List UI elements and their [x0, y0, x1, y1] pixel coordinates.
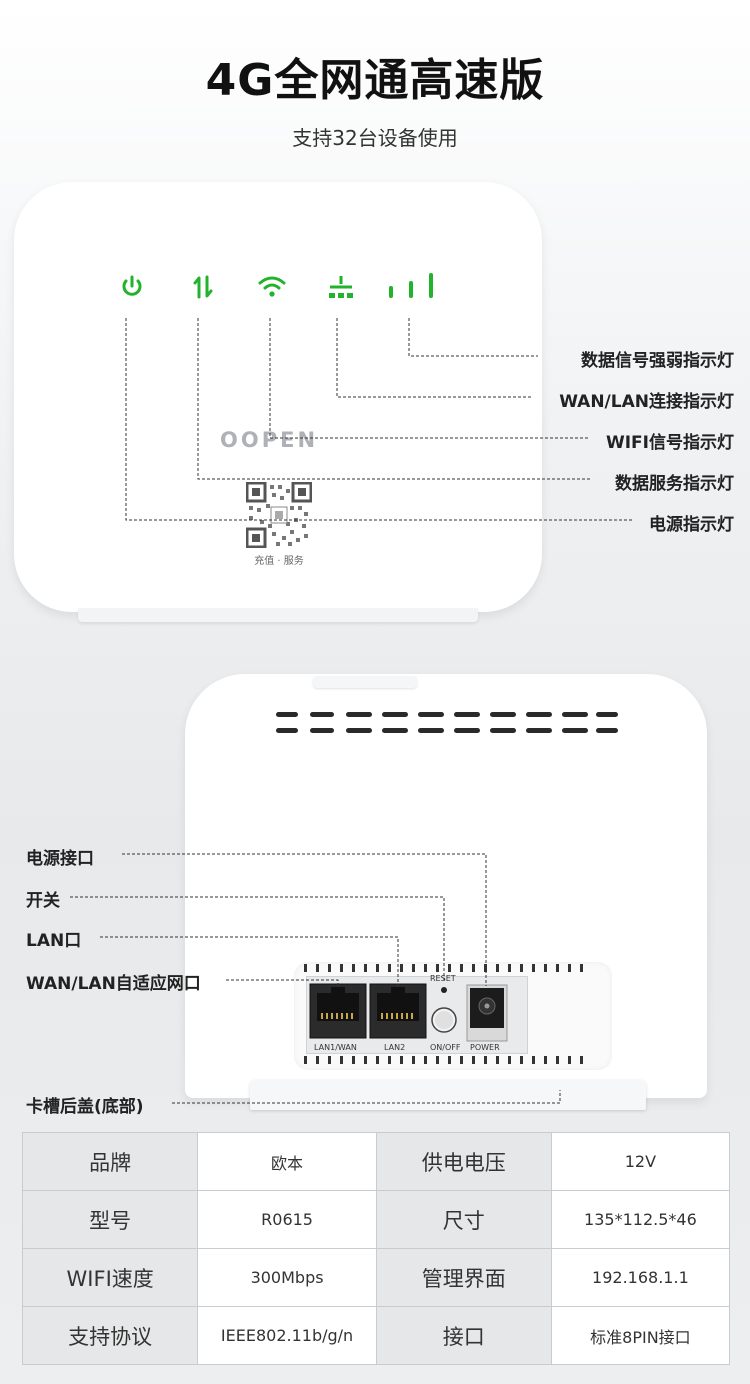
- spec-value: 标准8PIN接口: [550, 1306, 731, 1365]
- spec-key: 尺寸: [375, 1190, 552, 1249]
- callout-wanlan-port: WAN/LAN自适应网口: [26, 974, 201, 994]
- router-back-stand: [250, 1080, 646, 1110]
- spec-key: 支持协议: [21, 1306, 199, 1365]
- brand-logo: OOPEN: [220, 428, 319, 452]
- qr-code-icon: [246, 482, 312, 548]
- callout-wanlan-indicator: WAN/LAN连接指示灯: [559, 392, 734, 412]
- data-arrows-icon: [193, 275, 213, 299]
- spec-value: R0615: [197, 1190, 377, 1249]
- router-back-top-tab: [313, 676, 417, 688]
- spec-key: 品牌: [21, 1132, 199, 1191]
- spec-value: 135*112.5*46: [550, 1190, 731, 1249]
- callout-signal-indicator: 数据信号强弱指示灯: [581, 351, 734, 371]
- page-subtitle: 支持32台设备使用: [292, 126, 458, 150]
- network-icon: [329, 276, 353, 298]
- callout-power-indicator: 电源指示灯: [649, 515, 734, 535]
- router-front-stand: [78, 608, 478, 622]
- callout-data-indicator: 数据服务指示灯: [615, 474, 734, 494]
- spec-table: 品牌 欧本 供电电压 12V 型号 R0615 尺寸 135*112.5*46 …: [21, 1132, 731, 1365]
- wifi-icon: [258, 276, 286, 297]
- spec-value: 12V: [550, 1132, 731, 1191]
- callout-sim-cover: 卡槽后盖(底部): [26, 1097, 144, 1117]
- table-row: WIFI速度 300Mbps 管理界面 192.168.1.1: [21, 1248, 731, 1307]
- page-title: 4G全网通高速版: [205, 55, 545, 106]
- spec-key: 管理界面: [375, 1248, 552, 1307]
- reset-and-switch: [431, 987, 457, 1033]
- table-row: 支持协议 IEEE802.11b/g/n 接口 标准8PIN接口: [21, 1306, 731, 1365]
- spec-key: 接口: [375, 1306, 552, 1365]
- lan1-wan-port: [309, 983, 367, 1039]
- table-row: 型号 R0615 尺寸 135*112.5*46: [21, 1190, 731, 1249]
- qr-caption: 充值 · 服务: [254, 556, 304, 567]
- onoff-label: ON/OFF: [430, 1043, 461, 1052]
- spec-key: 型号: [21, 1190, 199, 1249]
- power-icon: [122, 275, 142, 296]
- reset-label: RESET: [430, 974, 456, 983]
- power-jack: [466, 984, 508, 1042]
- lan2-port: [369, 983, 427, 1039]
- spec-value: 欧本: [197, 1132, 377, 1191]
- signal-bars-icon: [389, 273, 433, 298]
- spec-value: 192.168.1.1: [550, 1248, 731, 1307]
- power-label: POWER: [470, 1043, 500, 1052]
- spec-value: IEEE802.11b/g/n: [197, 1306, 377, 1365]
- lan2-label: LAN2: [384, 1043, 406, 1052]
- back-callout-lines: [70, 853, 561, 1104]
- callout-switch: 开关: [26, 891, 60, 911]
- callout-lan-port: LAN口: [26, 931, 82, 951]
- vent-slots: [276, 712, 618, 733]
- lan1-wan-label: LAN1/WAN: [314, 1043, 357, 1052]
- callout-wifi-indicator: WIFI信号指示灯: [605, 433, 734, 453]
- front-callout-lines: [125, 318, 632, 521]
- spec-key: WIFI速度: [21, 1248, 199, 1307]
- spec-value: 300Mbps: [197, 1248, 377, 1307]
- table-row: 品牌 欧本 供电电压 12V: [21, 1132, 731, 1191]
- spec-key: 供电电压: [375, 1132, 552, 1191]
- callout-power-port: 电源接口: [26, 849, 94, 869]
